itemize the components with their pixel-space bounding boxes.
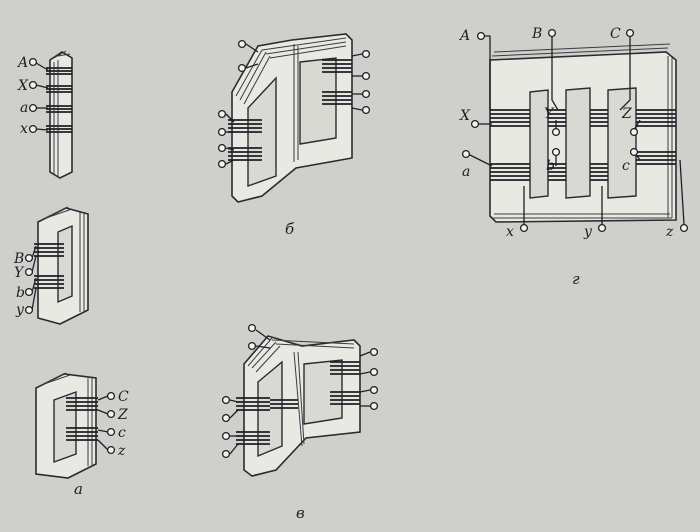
core-laminations	[235, 37, 347, 162]
terminal-label: A	[16, 55, 28, 71]
terminal	[106, 445, 116, 455]
winding-left	[228, 119, 262, 161]
core-window-right	[299, 57, 337, 145]
panel-caption: б	[285, 220, 295, 238]
terminal-label: a	[462, 164, 470, 180]
terminal-label: a	[20, 100, 28, 116]
panel-a: A X a x B Y b	[13, 50, 129, 498]
terminal-label: x	[20, 121, 28, 137]
winding	[34, 243, 64, 289]
terminal-leads	[97, 395, 109, 451]
core-window-middle	[565, 87, 591, 199]
winding	[66, 397, 98, 441]
winding-phase-B	[548, 109, 566, 181]
terminal	[28, 124, 38, 134]
core-window	[57, 224, 73, 304]
terminal-leads	[35, 62, 49, 131]
terminal-label: B	[531, 26, 542, 42]
terminals	[217, 39, 371, 169]
panel-caption: а	[74, 480, 83, 498]
panel-a-unit-1: A X a x	[16, 50, 73, 179]
core-laminations	[39, 372, 93, 466]
core-laminations	[491, 43, 673, 219]
panel-v: в	[221, 323, 379, 522]
panel-b: б	[217, 33, 371, 238]
terminal	[28, 103, 38, 113]
terminal-label: c	[118, 425, 126, 441]
winding-right	[330, 361, 360, 405]
panel-caption: в	[296, 504, 305, 522]
terminal	[24, 253, 34, 263]
panel-a-unit-2: B Y b y	[13, 206, 89, 325]
panel-a-unit-3: C Z c z	[35, 372, 129, 479]
terminal-label: Z	[621, 106, 632, 122]
terminal-label: Y	[14, 265, 25, 281]
terminals	[461, 28, 689, 233]
winding-phase-A	[490, 109, 530, 181]
terminal-label: z	[117, 443, 126, 459]
panel-caption: г	[572, 270, 580, 288]
core-laminations	[53, 50, 71, 176]
core-laminations	[41, 206, 85, 312]
winding-phase-C	[590, 109, 676, 181]
terminal-label: Z	[117, 407, 128, 423]
terminal-leads	[467, 35, 685, 225]
winding-right	[322, 59, 352, 105]
core-leg	[49, 51, 73, 179]
terminal	[24, 305, 34, 315]
terminal-leads	[229, 329, 371, 455]
core-window-left	[529, 89, 549, 199]
terminal	[24, 287, 34, 297]
terminal-leads	[225, 43, 363, 165]
terminals	[221, 323, 379, 459]
winding-middle	[270, 399, 298, 409]
terminal	[28, 80, 38, 90]
terminal-label: x	[506, 224, 514, 240]
terminal-label: B	[13, 251, 24, 267]
terminal-label: A	[458, 28, 470, 44]
terminal-label: c	[622, 158, 630, 174]
terminal	[106, 409, 116, 419]
terminal	[106, 391, 116, 401]
core-window-right	[607, 87, 637, 199]
core-window-right	[303, 359, 343, 425]
terminal-leads	[31, 245, 37, 311]
terminal-label: C	[118, 389, 129, 405]
terminal	[28, 57, 38, 67]
terminal-label: X	[459, 108, 471, 124]
terminal-label: Y	[544, 106, 555, 122]
terminal-label: b	[16, 285, 25, 301]
terminal-label: y	[583, 224, 593, 240]
terminal-label: b	[546, 158, 555, 174]
winding-left	[236, 397, 270, 445]
terminal-label: y	[15, 302, 25, 318]
terminal	[24, 267, 34, 277]
terminal-label: C	[610, 26, 621, 42]
terminal	[106, 427, 116, 437]
terminal-label: X	[17, 78, 29, 94]
panel-g: A B C X Y Z a b c x y z г	[458, 26, 689, 288]
core-laminations	[247, 337, 355, 447]
winding	[46, 67, 72, 133]
terminal-label: z	[665, 224, 674, 240]
